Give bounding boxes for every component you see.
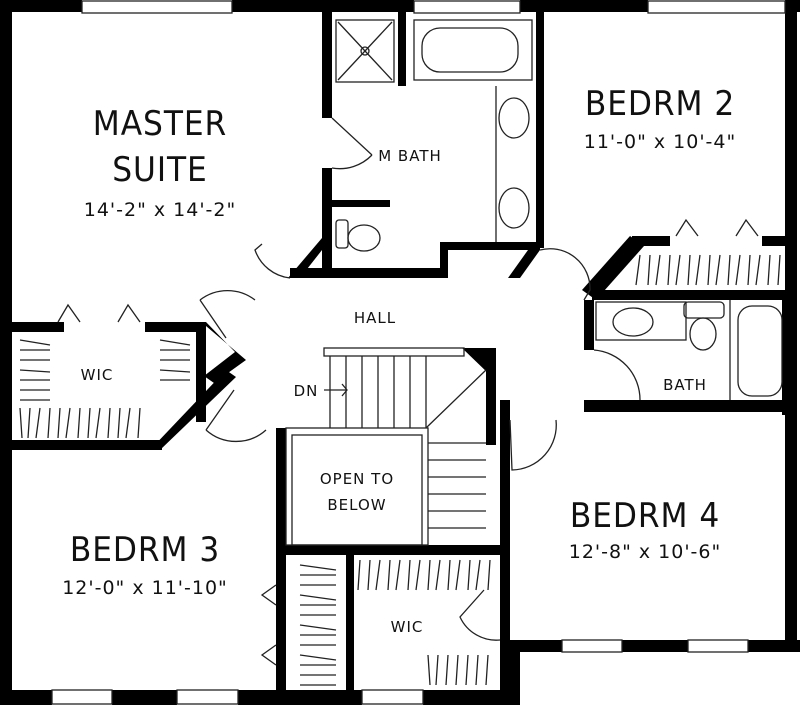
bedrm-4-dimensions: 12'-8" x 10'-6" (568, 541, 722, 563)
open-to-below-label-line2: BELOW (327, 496, 387, 514)
master-suite-label-line2: SUITE (112, 150, 208, 190)
bedrm-4-label: BEDRM 4 (569, 496, 721, 536)
wic-bedrm3-label: WIC (390, 618, 424, 636)
open-to-below-label: OPEN TO (319, 470, 395, 488)
master-suite-dimensions: 14'-2" x 14'-2" (83, 199, 237, 221)
m-bath-label: M BATH (378, 147, 442, 165)
bedrm-2-label: BEDRM 2 (584, 84, 736, 124)
stairs-down-label: DN (293, 382, 319, 400)
bedrm-2-dimensions: 11'-0" x 10'-4" (583, 131, 737, 153)
wic-master-label: WIC (80, 366, 114, 384)
bedrm-3-label: BEDRM 3 (69, 530, 221, 570)
bedrm-3-dimensions: 12'-0" x 11'-10" (62, 577, 228, 599)
fixtures (19, 0, 786, 705)
bath-label: BATH (663, 376, 707, 394)
hall-label: HALL (353, 309, 397, 327)
master-suite-label: MASTER (92, 104, 228, 144)
